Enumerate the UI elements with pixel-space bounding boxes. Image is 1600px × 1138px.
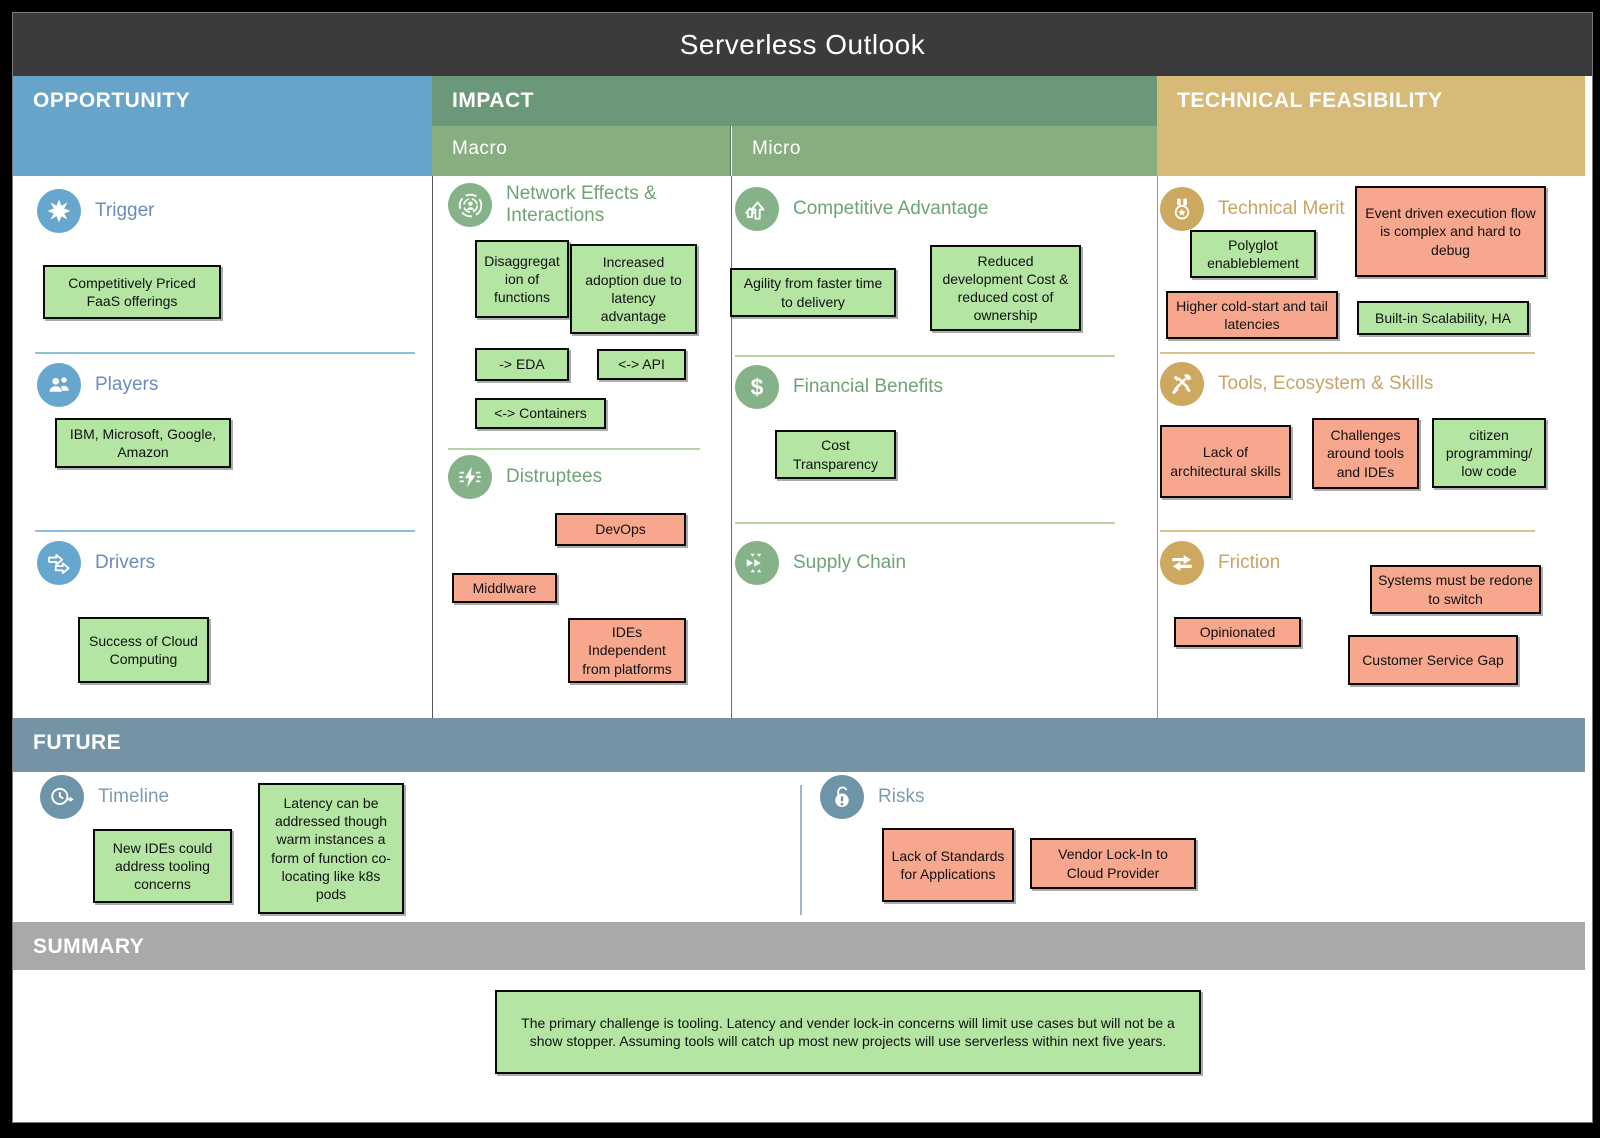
group-label: Technical Merit	[1218, 198, 1345, 220]
growth-arrows-icon	[735, 187, 779, 231]
note[interactable]: Disaggregation of functions	[475, 240, 569, 318]
people-icon	[37, 363, 81, 407]
note[interactable]: Cost Transparency	[775, 430, 896, 479]
dollar-icon: $	[735, 365, 779, 409]
impact-label: IMPACT	[452, 89, 534, 112]
divider	[1160, 352, 1535, 354]
group-label: Drivers	[95, 552, 156, 574]
note[interactable]: Vendor Lock-In to Cloud Provider	[1030, 838, 1196, 889]
note[interactable]: Polyglot enableblement	[1190, 230, 1316, 278]
micro-label: Micro	[752, 138, 801, 159]
friction-arrows-icon	[1160, 541, 1204, 585]
disruption-icon	[448, 455, 492, 499]
divider	[1160, 530, 1535, 532]
clock-arrow-icon	[40, 775, 84, 819]
note[interactable]: <-> API	[597, 349, 686, 380]
group-label: Network Effects & Interactions	[506, 183, 657, 226]
divider	[448, 448, 700, 450]
summary-header: SUMMARY	[13, 922, 1585, 970]
note[interactable]: citizen programming/ low code	[1432, 418, 1546, 488]
group-players: Players	[37, 363, 158, 407]
group-label: Players	[95, 374, 159, 396]
unlock-alert-icon	[820, 775, 864, 819]
note[interactable]: Latency can be addressed though warm ins…	[258, 783, 404, 914]
group-supply-chain: Supply Chain	[735, 541, 906, 585]
tools-icon	[1160, 362, 1204, 406]
starburst-icon	[37, 189, 81, 233]
note[interactable]: Competitively Priced FaaS offerings	[43, 265, 221, 319]
macro-subheader: Macro	[432, 126, 731, 176]
group-trigger: Trigger	[37, 189, 154, 233]
note[interactable]: New IDEs could address tooling concerns	[93, 829, 232, 903]
group-drivers: Drivers	[37, 541, 155, 585]
divider	[735, 522, 1115, 524]
medal-icon	[1160, 187, 1204, 231]
future-label: FUTURE	[33, 731, 122, 754]
note[interactable]: Reduced development Cost & reduced cost …	[930, 245, 1081, 331]
impact-header: IMPACT	[432, 76, 1157, 126]
note[interactable]: IDEs Independent from platforms	[568, 618, 686, 683]
group-network-effects: Network Effects & Interactions	[448, 183, 666, 227]
forward-arrows-icon	[37, 541, 81, 585]
group-label: Distruptees	[506, 466, 603, 488]
note[interactable]: Systems must be redone to switch	[1370, 565, 1541, 614]
note[interactable]: Opinionated	[1174, 617, 1301, 647]
note[interactable]: <-> Containers	[475, 398, 606, 429]
group-label: Trigger	[95, 200, 155, 222]
summary-label: SUMMARY	[33, 935, 145, 958]
note[interactable]: Customer Service Gap	[1348, 635, 1518, 685]
note[interactable]: Lack of architectural skills	[1160, 425, 1291, 498]
divider	[735, 355, 1115, 357]
group-label: Friction	[1218, 552, 1281, 574]
note[interactable]: IBM, Microsoft, Google, Amazon	[55, 418, 231, 468]
group-technical-merit: Technical Merit	[1160, 187, 1345, 231]
macro-label: Macro	[452, 138, 508, 159]
supply-chain-icon	[735, 541, 779, 585]
group-label: Supply Chain	[793, 552, 907, 574]
group-label: Financial Benefits	[793, 376, 943, 398]
group-competitive-advantage: Competitive Advantage	[735, 187, 988, 231]
network-icon	[448, 183, 492, 227]
note[interactable]: Event driven execution flow is complex a…	[1355, 186, 1546, 277]
divider	[432, 176, 433, 718]
group-friction: Friction	[1160, 541, 1280, 585]
opportunity-label: OPPORTUNITY	[33, 89, 191, 112]
note[interactable]: Success of Cloud Computing	[78, 617, 209, 683]
note[interactable]: Higher cold-start and tail latencies	[1166, 291, 1338, 339]
group-financial-benefits: $ Financial Benefits	[735, 365, 943, 409]
divider	[1157, 176, 1158, 718]
future-header: FUTURE	[13, 718, 1585, 772]
note[interactable]: The primary challenge is tooling. Latenc…	[495, 990, 1201, 1074]
note[interactable]: DevOps	[555, 513, 686, 546]
technical-header: TECHNICAL FEASIBILITY	[1157, 76, 1585, 176]
group-distruptees: Distruptees	[448, 455, 602, 499]
group-label: Competitive Advantage	[793, 198, 989, 220]
opportunity-header: OPPORTUNITY	[13, 76, 432, 176]
note[interactable]: Challenges around tools and IDEs	[1312, 418, 1419, 489]
note[interactable]: -> EDA	[475, 348, 569, 381]
note[interactable]: Middlware	[452, 573, 557, 603]
group-label: Risks	[878, 786, 925, 808]
note[interactable]: Lack of Standards for Applications	[882, 828, 1014, 902]
divider	[35, 530, 415, 532]
group-risks: Risks	[820, 775, 924, 819]
group-timeline: Timeline	[40, 775, 169, 819]
divider	[35, 352, 415, 354]
board-canvas: Serverless Outlook OPPORTUNITY IMPACT Ma…	[12, 12, 1593, 1123]
note[interactable]: Built-in Scalability, HA	[1357, 301, 1529, 335]
divider	[800, 785, 802, 915]
divider	[731, 176, 732, 718]
group-tools-ecosystem: Tools, Ecosystem & Skills	[1160, 362, 1433, 406]
micro-subheader: Micro	[732, 126, 1157, 176]
page-title: Serverless Outlook	[679, 28, 926, 60]
group-label: Tools, Ecosystem & Skills	[1218, 373, 1434, 395]
group-label: Timeline	[98, 786, 170, 808]
technical-label: TECHNICAL FEASIBILITY	[1177, 89, 1443, 112]
note[interactable]: Increased adoption due to latency advant…	[570, 244, 697, 334]
note[interactable]: Agility from faster time to delivery	[730, 268, 896, 317]
board-title-bar: Serverless Outlook	[13, 13, 1592, 76]
